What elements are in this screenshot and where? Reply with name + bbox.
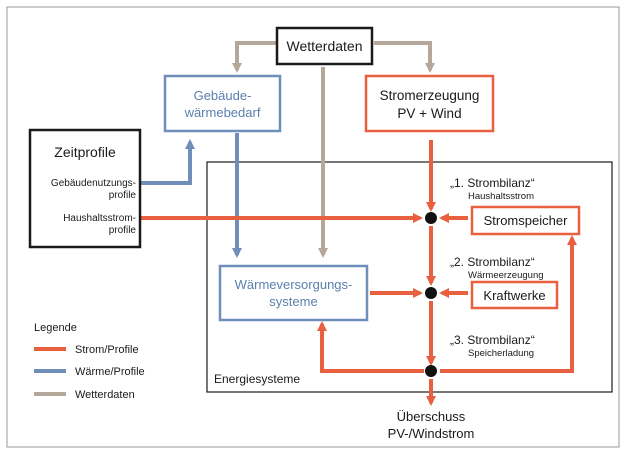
bilanz1-sub: Haushaltsstrom bbox=[468, 191, 534, 202]
ueberschuss-label-line1: Überschuss bbox=[397, 409, 466, 424]
waerme-arrows bbox=[140, 133, 242, 258]
wetter-to-strom-arrow bbox=[374, 41, 435, 73]
gebaeude-label-line1: Gebäude- bbox=[194, 88, 252, 103]
waermeversorgung-label-line2: systeme bbox=[269, 294, 317, 309]
haushalt-label-line2: profile bbox=[109, 225, 137, 236]
stromspeicher-box bbox=[470, 205, 581, 236]
bilanz3-sub: Speicherladung bbox=[468, 348, 534, 359]
stromerzeugung-label-line1: Stromerzeugung bbox=[380, 88, 480, 103]
bilanz2-title: „2. Strombilanz“ bbox=[450, 255, 535, 269]
zeitprofile-box bbox=[28, 128, 142, 249]
bilanz2-node bbox=[425, 287, 437, 299]
kraftwerke-box bbox=[470, 280, 559, 310]
legend-wetter-label: Wetterdaten bbox=[75, 389, 135, 401]
bilanz1-title: „1. Strombilanz“ bbox=[450, 176, 535, 190]
legend-waerme-label: Wärme/Profile bbox=[75, 366, 145, 378]
strom-arrows bbox=[140, 140, 577, 406]
zeitprofile-title: Zeitprofile bbox=[54, 144, 116, 160]
gebaeude-label-line2: wärmebedarf bbox=[184, 105, 261, 120]
wetter-to-gebaeude-arrow bbox=[232, 41, 276, 73]
waermeversorgungssysteme-box bbox=[218, 264, 369, 322]
gebaeudenutzung-to-gebaeude-arrow bbox=[140, 139, 195, 185]
bilanz2-sub: Wärmeerzeugung bbox=[468, 270, 544, 281]
stromerzeugung-box bbox=[364, 74, 495, 133]
gebaeudenutzung-label-line1: Gebäudenutzungs- bbox=[51, 178, 136, 189]
bilanz1-node bbox=[425, 212, 437, 224]
legend-strom-label: Strom/Profile bbox=[75, 344, 139, 356]
stromerzeugung-label-line2: PV + Wind bbox=[397, 106, 461, 121]
bilanz3-node bbox=[425, 365, 437, 377]
kraftwerke-label: Kraftwerke bbox=[483, 288, 545, 303]
gebaeudenutzung-label-line2: profile bbox=[109, 190, 137, 201]
wetterdaten-label: Wetterdaten bbox=[286, 38, 362, 54]
wetter-arrows bbox=[232, 41, 435, 258]
wetterdaten-box bbox=[275, 26, 374, 66]
bilanz3-to-waermeversorgung-arrow bbox=[317, 321, 424, 373]
gebaeudewaermebedarf-box bbox=[163, 74, 282, 133]
energiesysteme-label: Energiesysteme bbox=[214, 372, 300, 386]
waermeversorgung-label-line1: Wärmeversorgungs- bbox=[235, 277, 353, 292]
haushalt-label-line1: Haushaltsstrom- bbox=[63, 213, 136, 224]
bilanz3-to-stromspeicher-arrow bbox=[440, 235, 577, 373]
stromspeicher-label: Stromspeicher bbox=[484, 213, 568, 228]
ueberschuss-label-line2: PV-/Windstrom bbox=[388, 426, 475, 441]
outer-frame bbox=[6, 6, 620, 448]
energiesysteme-box bbox=[206, 161, 613, 393]
legend-title: Legende bbox=[34, 322, 77, 334]
legend: Legende Strom/Profile Wärme/Profile Wett… bbox=[34, 322, 145, 401]
bilanz3-title: „3. Strombilanz“ bbox=[450, 333, 535, 347]
